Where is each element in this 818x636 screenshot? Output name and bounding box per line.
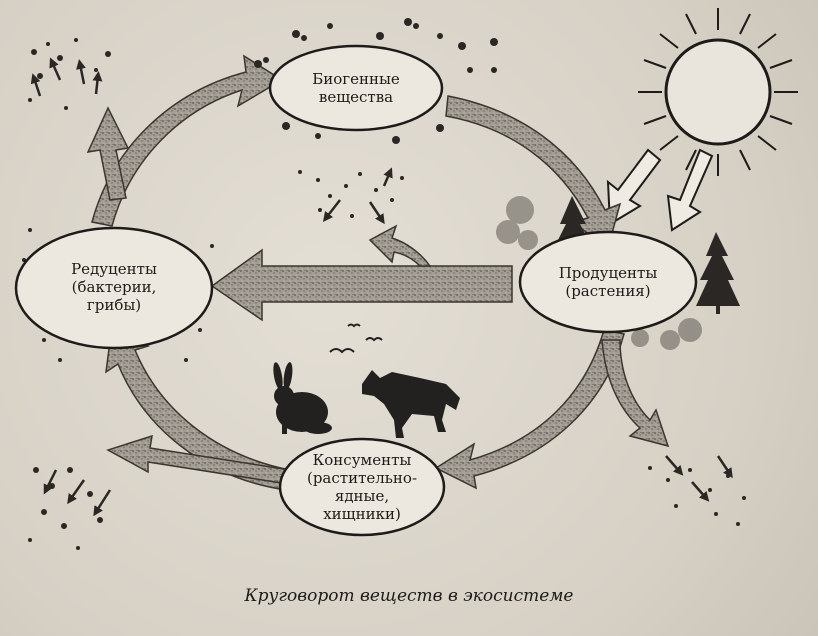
decomposers-label: Редуценты (бактерии, грибы) — [34, 260, 194, 314]
producers-label: Продуценты (растения) — [528, 264, 688, 300]
sunlight-arrows — [606, 148, 714, 232]
biogenic-line2: вещества — [318, 88, 394, 106]
producers-line1: Продуценты — [558, 264, 658, 282]
arrow-producers-to-biogenic-branch — [368, 224, 432, 267]
arrow-producers-to-decomposers — [210, 248, 513, 322]
small-direction-arrows — [30, 57, 733, 517]
arrow-producers-to-consumers — [434, 329, 625, 490]
consumers-line3: ядные, — [334, 487, 390, 505]
consumers-label: Консументы (растительно- ядные, хищники) — [282, 451, 442, 523]
decomposers-line2: (бактерии, — [71, 278, 157, 296]
biogenic-label: Биогенные вещества — [276, 70, 436, 106]
consumers-node — [278, 437, 446, 537]
figure-caption: Круговорот веществ в экосистеме — [244, 586, 574, 606]
decomposers-line3: грибы) — [86, 296, 142, 314]
bird-icon — [329, 323, 383, 354]
bush-texture — [496, 196, 702, 350]
arrow-biogenic-to-producers — [445, 95, 622, 250]
rabbit-icon — [273, 362, 332, 434]
arrow-consumers-left-down — [106, 434, 291, 485]
consumers-line1: Консументы — [312, 451, 412, 469]
cycle-arrows — [86, 54, 670, 491]
decomposers-node — [14, 226, 214, 350]
node-ellipses — [14, 44, 698, 537]
consumers-line2: (растительно- — [306, 469, 418, 487]
arrow-producers-down-right — [601, 339, 670, 448]
wolf-icon — [362, 370, 460, 438]
producers-line2: (растения) — [565, 282, 651, 300]
biogenic-node — [268, 44, 444, 132]
arrow-decomposers-up — [86, 106, 130, 201]
consumers-line4: хищники) — [323, 505, 401, 523]
producers-node — [518, 230, 698, 334]
sun-icon — [638, 8, 798, 176]
biogenic-line1: Биогенные — [312, 70, 400, 88]
decomposers-line1: Редуценты — [71, 260, 157, 278]
